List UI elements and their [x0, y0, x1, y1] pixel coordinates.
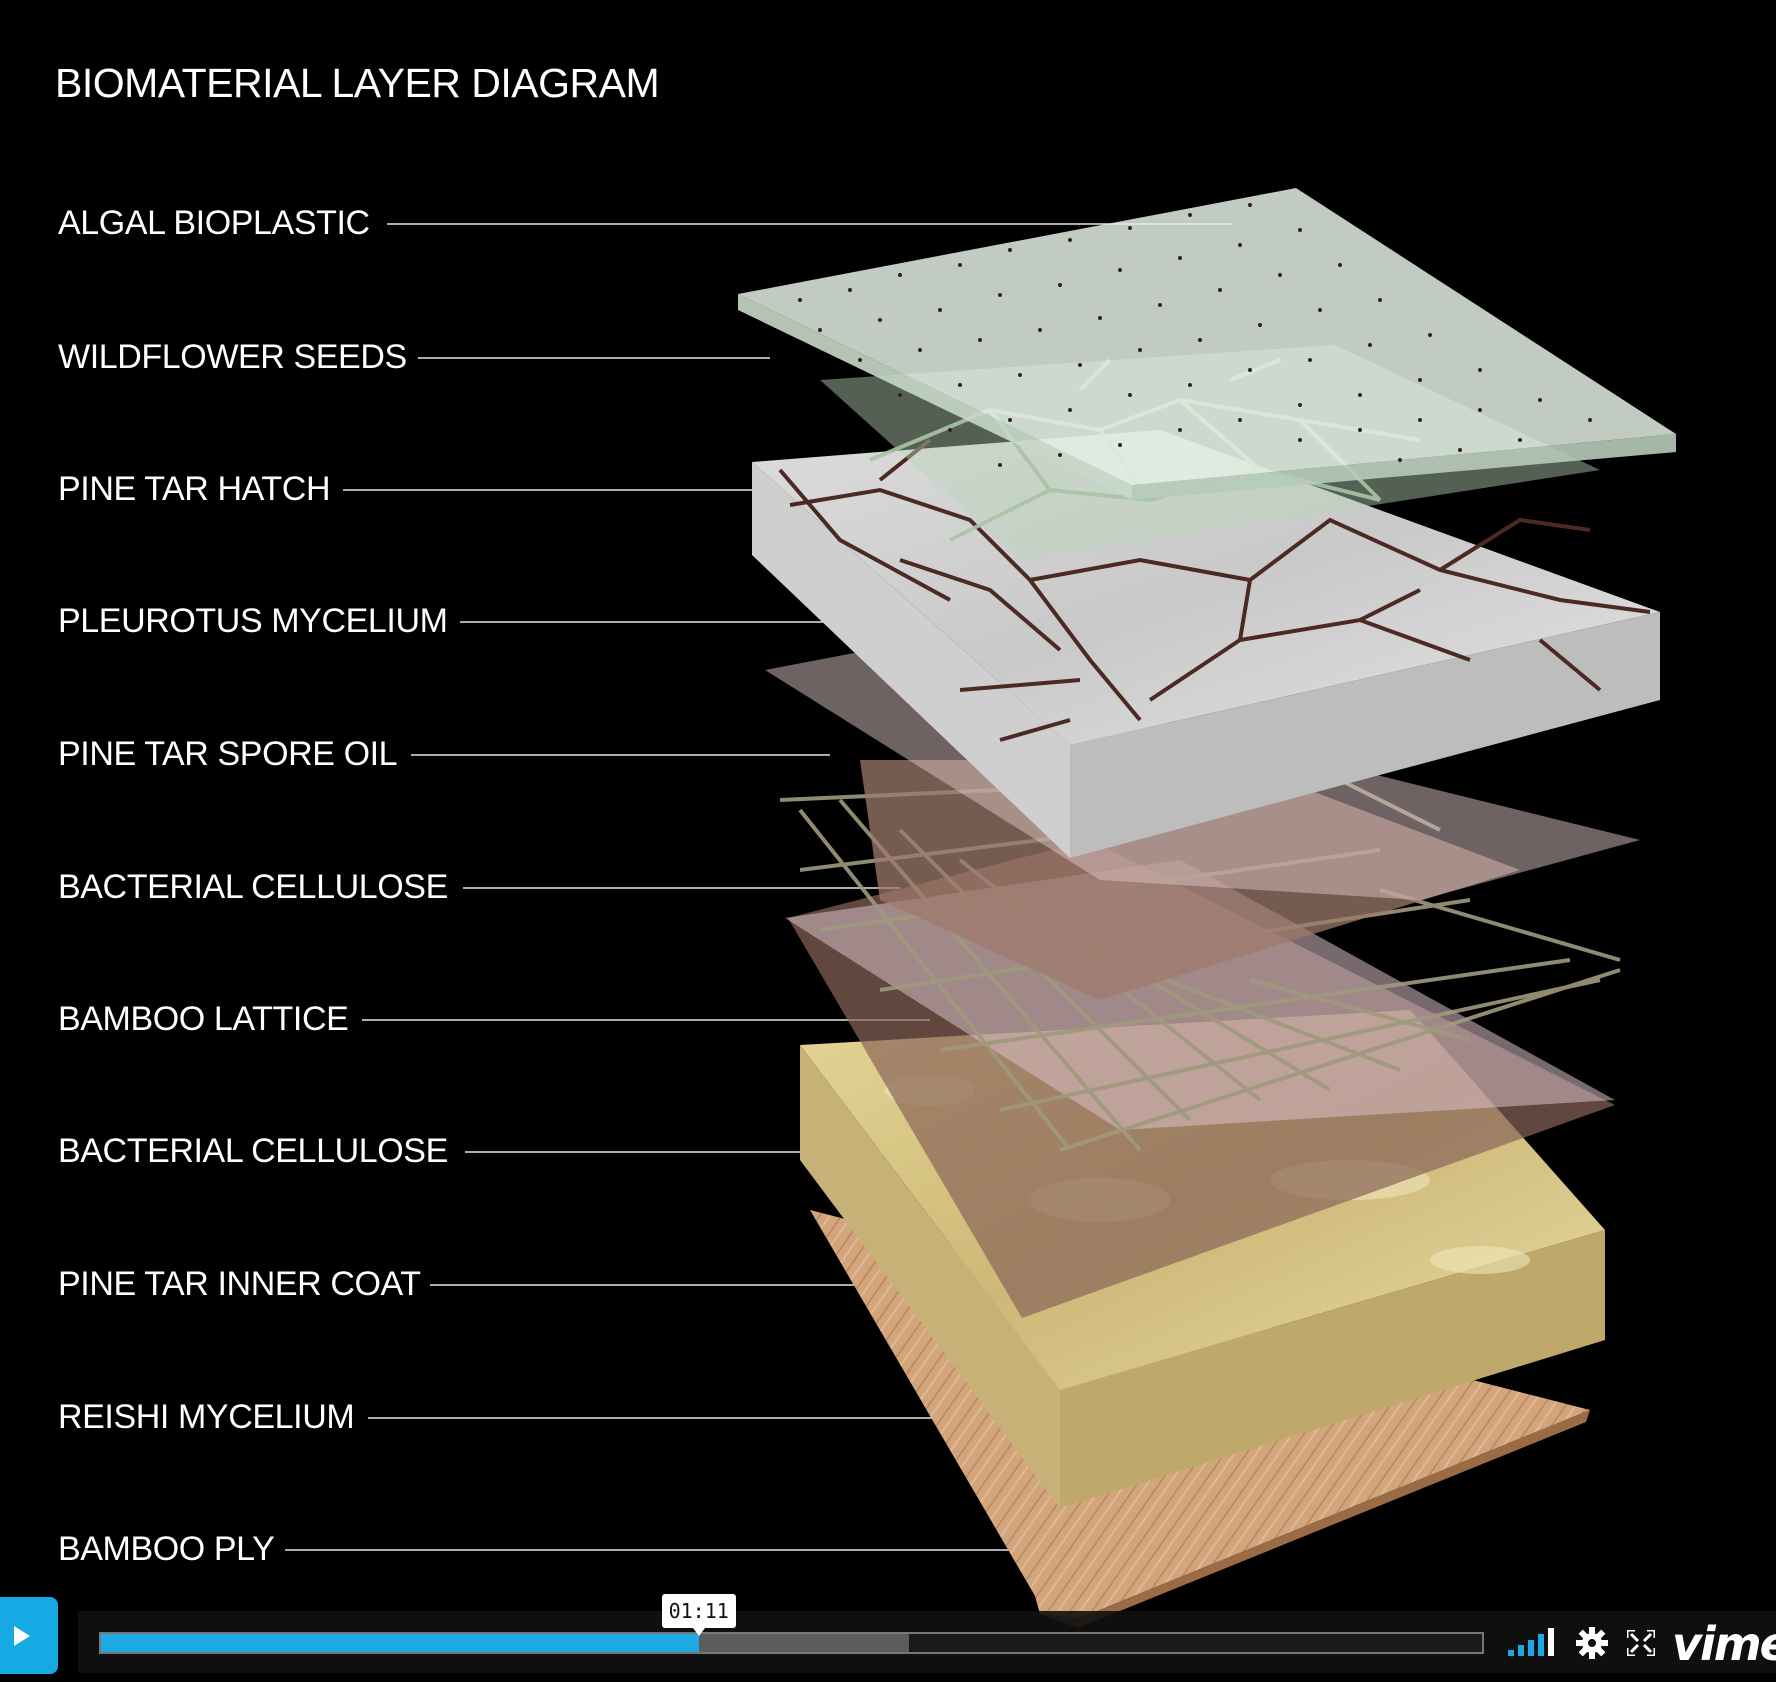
layer-label-algal-bioplastic: ALGAL BIOPLASTIC: [58, 204, 370, 242]
play-icon: [14, 1625, 30, 1646]
layer-label-pine-tar-hatch: PINE TAR HATCH: [58, 470, 331, 508]
time-tooltip: 01:11: [661, 1594, 736, 1636]
layer-label-pleurotus-mycelium: PLEUROTUS MYCELIUM: [58, 602, 448, 640]
layer-label-wildflower-seeds: WILDFLOWER SEEDS: [58, 338, 407, 376]
progress-played: [101, 1634, 699, 1652]
progress-bar[interactable]: [99, 1632, 1484, 1654]
algal-bioplastic-layer: [738, 188, 1676, 485]
leader-lines: [285, 223, 1232, 1551]
layer-label-pine-tar-inner-coat: PINE TAR INNER COAT: [58, 1265, 421, 1303]
layer-label-bacterial-cellulose-lower: BACTERIAL CELLULOSE: [58, 1132, 448, 1170]
pleurotus-mycelium-layer: [752, 430, 1660, 745]
layer-label-bamboo-lattice: BAMBOO LATTICE: [58, 1000, 349, 1038]
layer-label-bamboo-ply: BAMBOO PLY: [58, 1530, 275, 1568]
play-button[interactable]: [0, 1597, 58, 1674]
vimeo-logo[interactable]: vimeo: [1672, 1617, 1776, 1671]
gear-icon[interactable]: [1576, 1627, 1608, 1659]
layer-label-reishi-mycelium: REISHI MYCELIUM: [58, 1398, 355, 1436]
diagram-title: BIOMATERIAL LAYER DIAGRAM: [55, 60, 660, 106]
fullscreen-icon[interactable]: [1627, 1630, 1655, 1656]
volume-bars-icon[interactable]: [1508, 1628, 1556, 1656]
layer-label-pine-tar-spore-oil: PINE TAR SPORE OIL: [58, 735, 398, 773]
pine-tar-hatch-layer: [778, 438, 1651, 742]
layer-label-bacterial-cellulose-upper: BACTERIAL CELLULOSE: [58, 868, 448, 906]
